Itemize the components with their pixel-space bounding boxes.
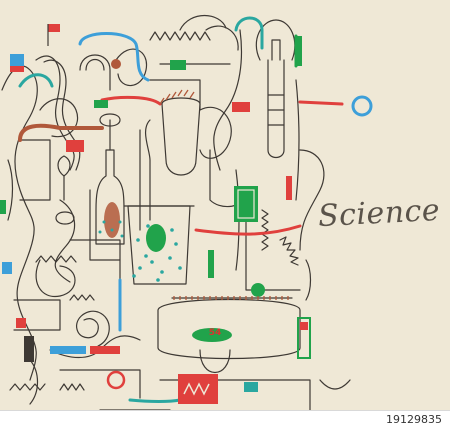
retort-vessel: [157, 298, 301, 360]
blue-block-left: [10, 54, 24, 66]
red-square-left: [16, 318, 26, 328]
green-stick-left: [0, 200, 6, 214]
red-block-left: [10, 66, 24, 72]
round-flask: [161, 97, 201, 176]
blue-ring-right: [351, 95, 373, 117]
red-flag: [48, 24, 60, 32]
blue-square-left: [2, 262, 12, 274]
zigzag-wire-right: [261, 209, 269, 251]
brown-tube: [18, 123, 104, 142]
left-tube-maze: [1, 65, 38, 381]
red-ring-bottom: [106, 370, 126, 390]
science-title: Science: [317, 192, 441, 235]
zigzag-wire-top: [149, 31, 211, 41]
teal-tube-left: [18, 73, 54, 88]
green-block-mid: [94, 100, 108, 108]
green-egg: [146, 224, 166, 252]
green-dot: [251, 283, 265, 297]
flask-tag-label: 54: [208, 328, 222, 338]
teal-tube-right: [234, 16, 264, 50]
blue-tube-top: [78, 32, 150, 82]
red-tube-mid: [100, 95, 162, 106]
teal-square-bottom: [244, 382, 258, 392]
red-block-mid: [66, 140, 84, 152]
bottle-outline: [95, 149, 125, 245]
zigzag-symbol: [183, 382, 210, 396]
green-bar-right: [296, 36, 302, 66]
red-block-top: [232, 102, 250, 112]
teal-tube-bottom: [128, 398, 182, 403]
green-stick-mid: [208, 250, 214, 278]
green-block-top: [170, 60, 186, 70]
stock-footer: 19129835: [0, 410, 450, 429]
green-capsule-bottom: [192, 328, 232, 342]
red-connector-right: [298, 100, 344, 106]
stock-image-id: 19129835: [386, 413, 442, 426]
blue-bar-bottom: [50, 346, 86, 354]
green-tube-right-bottom: [297, 317, 311, 359]
zigzag-wire-left: [35, 255, 77, 263]
condenser-column: [267, 59, 285, 159]
brown-flask-fill: [104, 202, 120, 238]
spiral-coil: [76, 310, 110, 347]
red-bar-bottom: [90, 346, 120, 354]
red-panel-bottom: [178, 374, 218, 404]
red-tube-low: [194, 224, 302, 236]
dark-vial: [24, 336, 34, 362]
red-bar-right: [286, 176, 292, 200]
brown-dot: [111, 59, 121, 69]
